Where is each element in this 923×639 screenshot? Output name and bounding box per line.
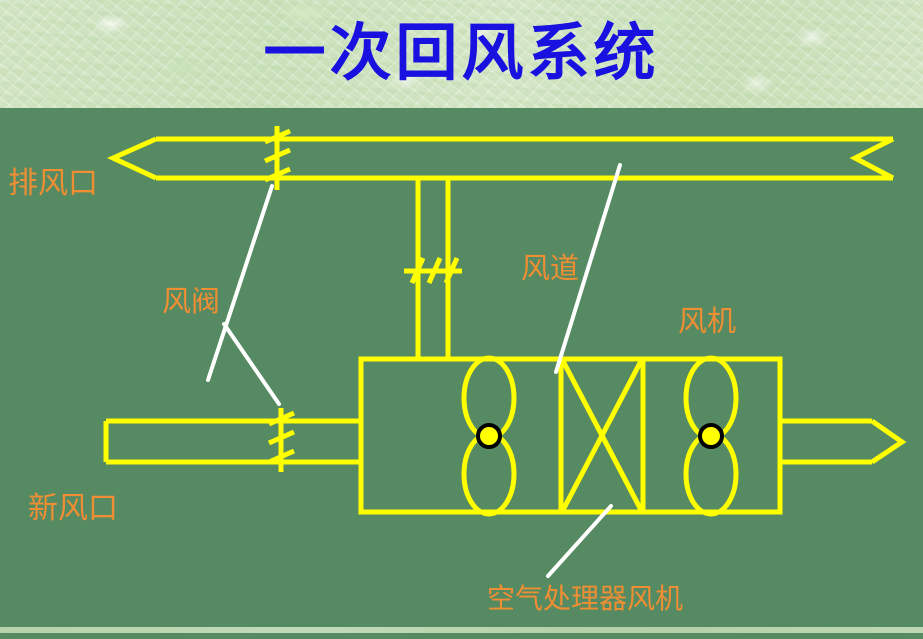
supply-fan-icon — [683, 355, 739, 517]
label-exhaust-outlet: 排风口 — [8, 166, 98, 201]
return-damper-icon — [404, 256, 462, 285]
supply-duct — [780, 418, 907, 465]
fresh-air-damper-icon — [267, 408, 296, 472]
title-banner — [0, 0, 923, 110]
leader-lines — [206, 163, 622, 578]
diagram-area — [0, 108, 923, 633]
page-title: 一次回风系统 — [263, 16, 660, 89]
label-air-handler-fan: 空气处理器风机 — [487, 582, 684, 615]
air-handling-unit-casing — [358, 356, 783, 515]
leader-fresh-damper — [222, 322, 281, 406]
slide-bottom-edge — [0, 627, 923, 633]
label-air-duct: 风道 — [521, 251, 580, 285]
cooling-coil-icon — [560, 359, 644, 512]
leader-air-duct — [554, 163, 622, 374]
exhaust-duct — [106, 136, 895, 181]
fresh-air-duct — [103, 418, 362, 465]
hvac-schematic-svg — [103, 126, 907, 578]
label-fresh-air-inlet: 新风口 — [28, 491, 118, 526]
return-fan-icon — [461, 355, 517, 517]
label-air-damper: 风阀 — [162, 284, 221, 318]
leader-exhaust-damper — [206, 184, 274, 382]
label-fan: 风机 — [678, 304, 737, 338]
leader-ahu-fan — [546, 504, 613, 578]
exhaust-damper-icon — [263, 126, 292, 190]
return-duct — [415, 176, 451, 359]
ahu-section-dividers — [558, 359, 646, 512]
